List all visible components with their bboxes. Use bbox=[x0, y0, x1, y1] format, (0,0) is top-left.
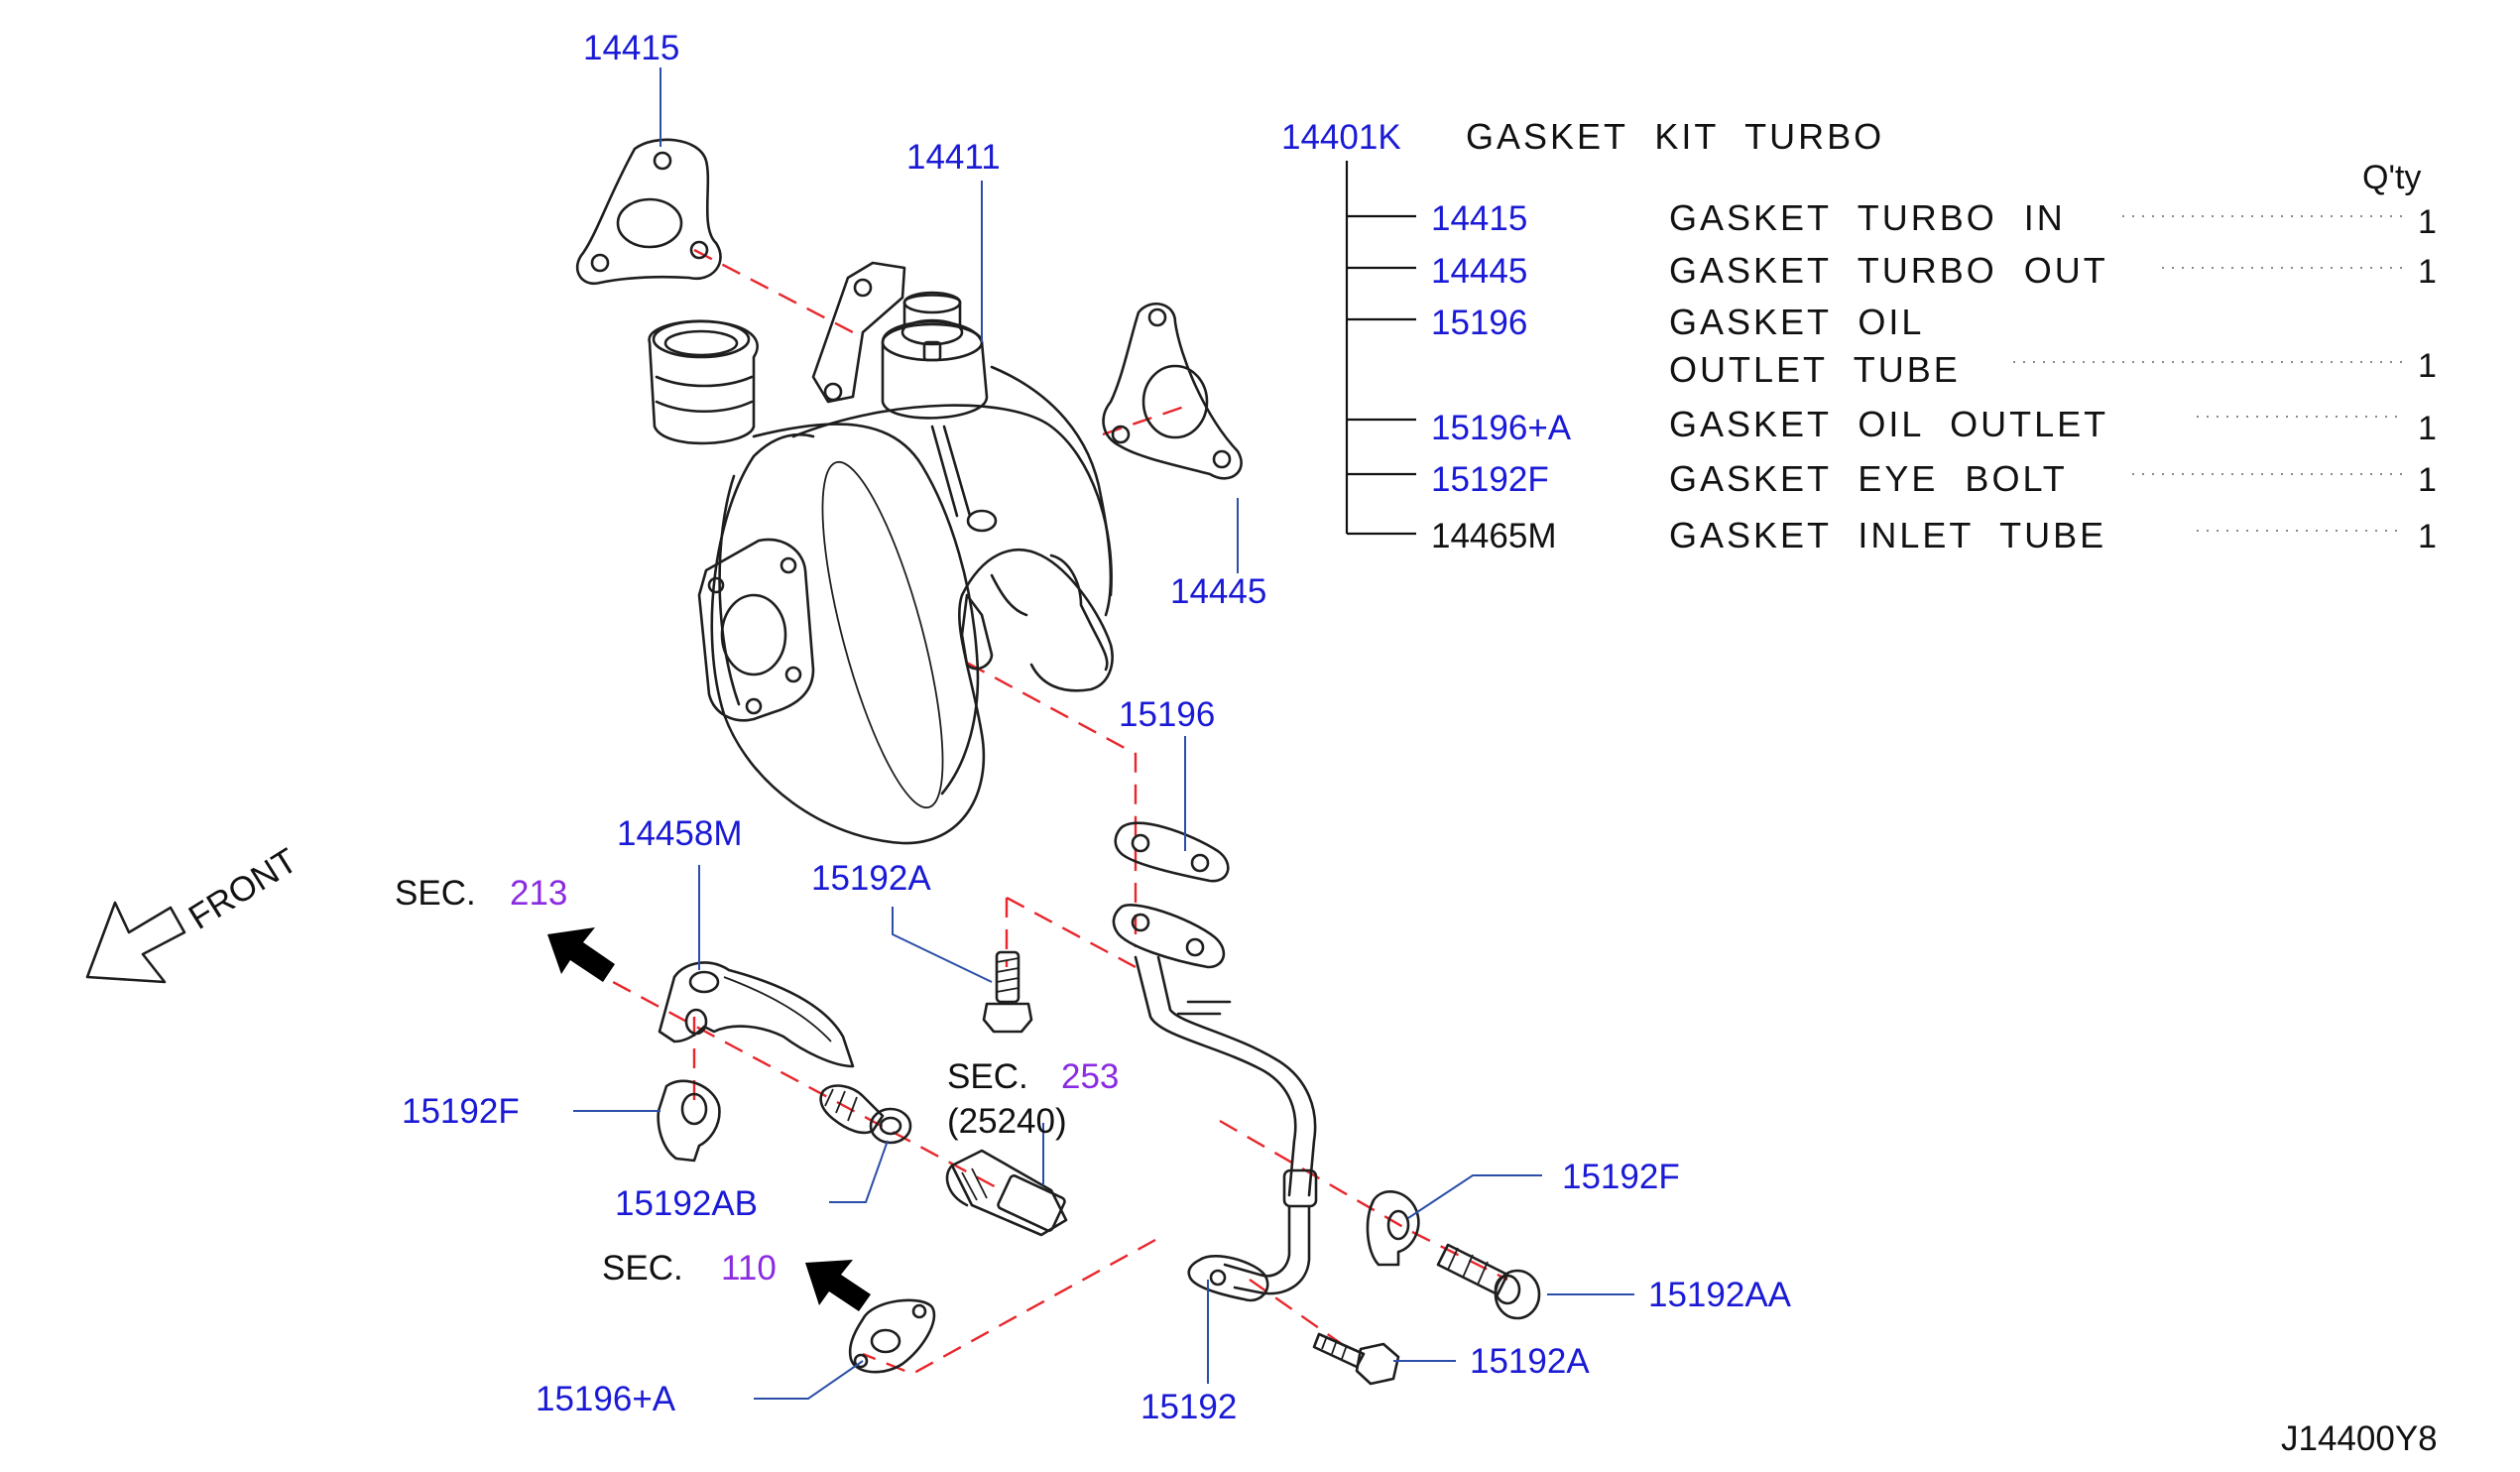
pressure-switch-drawing bbox=[945, 1149, 1068, 1237]
section-prefix: SEC. bbox=[602, 1249, 683, 1288]
callout-15192F-left: 15192F bbox=[402, 1092, 520, 1131]
qty-header: Q'ty bbox=[2362, 159, 2421, 196]
kit-item: 14445 GASKET TURBO OUT 1 bbox=[1431, 250, 2437, 291]
gasket-turbo-out-drawing bbox=[1102, 303, 1243, 480]
kit-item-part: 15196 bbox=[1431, 304, 1527, 342]
section-ref-253[interactable]: SEC. 253 (25240) bbox=[947, 1057, 1119, 1141]
kit-item: 15196 GASKET OIL OUTLET TUBE 1 bbox=[1431, 302, 2437, 390]
kit-item-qty: 1 bbox=[2418, 347, 2437, 385]
kit-item-part: 14465M bbox=[1431, 517, 1556, 555]
section-number: 110 bbox=[721, 1249, 777, 1288]
kit-item-qty: 1 bbox=[2418, 461, 2437, 499]
kit-item-part: 14415 bbox=[1431, 199, 1527, 238]
callout-15196: 15196 bbox=[1119, 695, 1215, 734]
kit-item-name: GASKET OIL OUTLET bbox=[1669, 404, 2108, 444]
callout-14415: 14415 bbox=[583, 29, 679, 67]
kit-item-qty: 1 bbox=[2418, 203, 2437, 241]
section-arrow-icon bbox=[805, 1260, 871, 1311]
bolt-bottom-drawing bbox=[1312, 1332, 1400, 1386]
section-number: 213 bbox=[510, 874, 567, 913]
callout-15192A-bottom: 15192A bbox=[1470, 1342, 1590, 1381]
eye-bolt-left-drawing bbox=[819, 1084, 912, 1145]
heat-shield-drawing bbox=[658, 961, 855, 1068]
oil-outlet-tube-drawing bbox=[1112, 904, 1318, 1302]
kit-item-name: GASKET TURBO OUT bbox=[1669, 250, 2108, 291]
callout-14445: 14445 bbox=[1170, 572, 1266, 611]
kit-title: GASKET KIT TURBO bbox=[1466, 116, 1884, 157]
gasket-eye-bolt-left-drawing bbox=[657, 1079, 721, 1163]
callout-14411: 14411 bbox=[906, 138, 1001, 177]
kit-item: 14465M GASKET INLET TUBE 1 bbox=[1431, 515, 2437, 555]
section-arrow-icon bbox=[547, 927, 615, 982]
section-ref-110[interactable]: SEC. 110 bbox=[602, 1249, 777, 1288]
callout-15192A-top: 15192A bbox=[811, 859, 931, 898]
front-label: FRONT bbox=[182, 841, 304, 937]
kit-item-qty: 1 bbox=[2418, 253, 2437, 291]
section-prefix: SEC. bbox=[395, 874, 476, 913]
leader-lines bbox=[573, 67, 1634, 1400]
callout-15192: 15192 bbox=[1140, 1388, 1237, 1426]
section-number: 253 bbox=[1061, 1057, 1119, 1096]
diagram-code: J14400Y8 bbox=[2281, 1419, 2438, 1458]
section-sub-part: (25240) bbox=[947, 1102, 1067, 1141]
kit-item: 14415 GASKET TURBO IN 1 bbox=[1431, 197, 2437, 241]
kit-item-name-line2: OUTLET TUBE bbox=[1669, 349, 1961, 390]
kit-item-name: GASKET OIL bbox=[1669, 302, 1924, 342]
callout-15192AB: 15192AB bbox=[615, 1184, 758, 1223]
gasket-oil-outlet-drawing bbox=[848, 1298, 936, 1374]
callout-15192AA: 15192AA bbox=[1648, 1276, 1792, 1314]
callout-14458M: 14458M bbox=[617, 814, 742, 853]
kit-number: 14401K bbox=[1281, 118, 1401, 157]
gasket-eye-bolt-right-drawing bbox=[1366, 1190, 1420, 1267]
kit-item: 15192F GASKET EYE BOLT 1 bbox=[1431, 458, 2437, 499]
section-ref-213[interactable]: SEC. 213 bbox=[395, 874, 567, 913]
callout-15196A: 15196+A bbox=[536, 1380, 676, 1418]
kit-item-part: 14445 bbox=[1431, 252, 1527, 291]
kit-tree bbox=[1345, 161, 2405, 536]
front-arrow-icon bbox=[85, 901, 186, 984]
kit-item-name: GASKET INLET TUBE bbox=[1669, 515, 2106, 555]
section-prefix: SEC. bbox=[947, 1057, 1028, 1096]
turbocharger-drawing bbox=[648, 261, 1114, 845]
kit-item-name: GASKET EYE BOLT bbox=[1669, 458, 2068, 499]
kit-item-qty: 1 bbox=[2418, 518, 2437, 555]
bolt-top-drawing bbox=[982, 950, 1033, 1034]
kit-item-part: 15196+A bbox=[1431, 409, 1572, 447]
callout-15192F-right: 15192F bbox=[1562, 1158, 1680, 1196]
eye-bolt-right-drawing bbox=[1436, 1243, 1541, 1320]
gasket-oil-outlet-tube-drawing bbox=[1114, 821, 1230, 883]
gasket-turbo-in-drawing bbox=[576, 138, 722, 286]
kit-item-qty: 1 bbox=[2418, 410, 2437, 447]
kit-item: 15196+A GASKET OIL OUTLET 1 bbox=[1431, 404, 2437, 447]
kit-item-part: 15192F bbox=[1431, 460, 1549, 499]
kit-item-name: GASKET TURBO IN bbox=[1669, 197, 2066, 238]
